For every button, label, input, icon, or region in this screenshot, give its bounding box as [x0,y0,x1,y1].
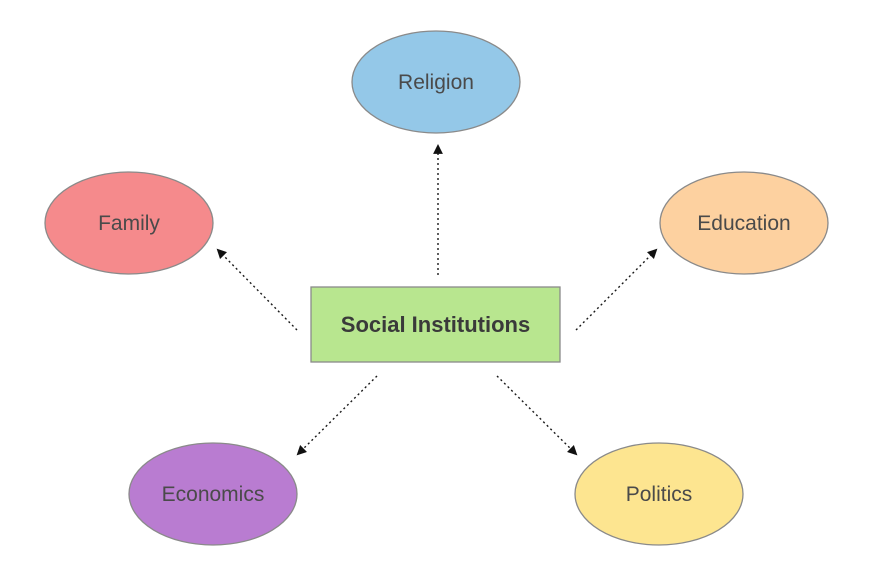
node-education-shape [659,171,829,275]
edges [216,144,658,456]
edge-center-politics [496,375,578,456]
node-economics-shape [128,442,298,546]
node-politics-shape [574,442,744,546]
node-religion-shape [351,30,521,134]
node-politics: Politics [574,442,744,546]
center-node-box [310,286,561,363]
edge-center-education [575,248,658,331]
node-family-shape [44,171,214,275]
node-education: Education [659,171,829,275]
node-economics-label: Economics [162,483,265,506]
center-node: Social Institutions [310,286,561,363]
node-economics: Economics [128,442,298,546]
node-family: Family [44,171,214,275]
node-religion: Religion [351,30,521,134]
node-education-label: Education [697,212,790,235]
edge-center-family [216,248,298,331]
node-politics-label: Politics [626,483,693,506]
node-religion-label: Religion [398,71,474,94]
center-node-label: Social Institutions [341,312,530,337]
node-family-label: Family [98,212,160,235]
edge-center-economics [296,375,378,456]
